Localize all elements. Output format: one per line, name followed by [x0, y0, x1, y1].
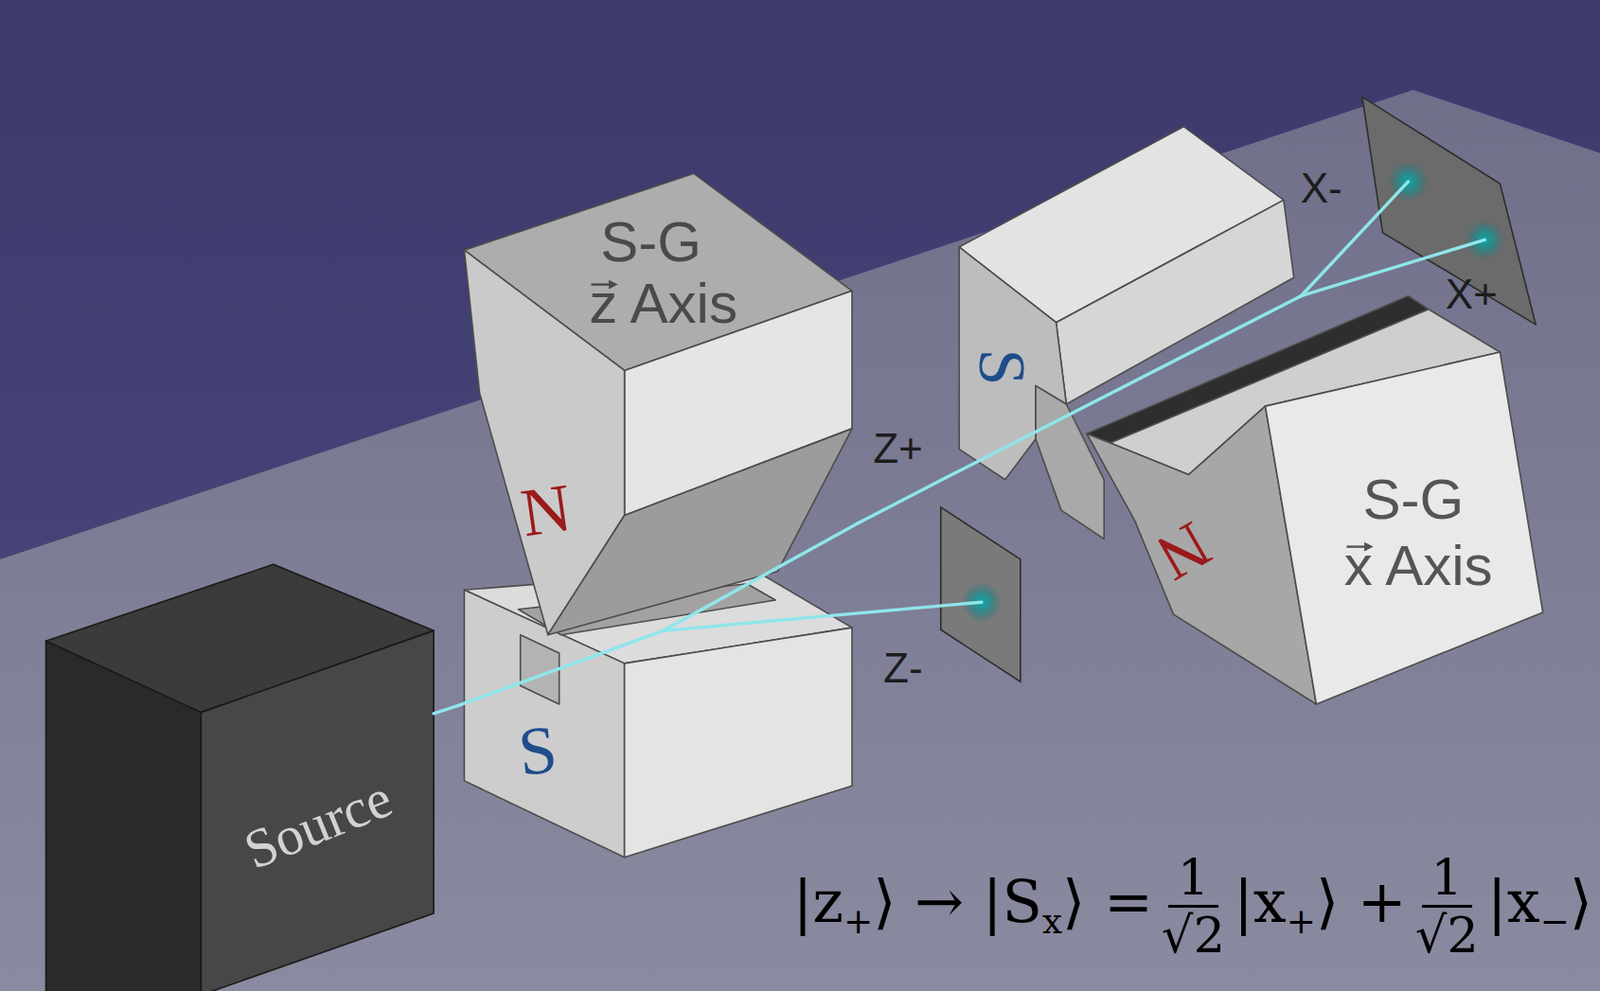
- atom-beam: [433, 705, 460, 714]
- beam-label: Z-: [883, 647, 924, 690]
- fraction: 1√2: [1412, 850, 1481, 963]
- atom-beams: [459, 181, 1485, 706]
- pole-lip: [1035, 386, 1104, 540]
- fraction-denominator: √2: [1412, 907, 1481, 963]
- pole-letter: S: [515, 714, 560, 787]
- subscript: +: [843, 900, 873, 943]
- fraction: 1√2: [1158, 850, 1227, 963]
- block-right: [1264, 352, 1543, 705]
- equation-term: ⟩: [1569, 867, 1593, 937]
- equation-term: ⟩ =: [1062, 867, 1154, 937]
- equation-term: |x: [1233, 867, 1287, 937]
- z-magnet-north-block: [463, 173, 853, 635]
- pole-letter: N: [516, 473, 576, 549]
- block-left: [463, 589, 624, 858]
- equation-term: ⟩ → |S: [872, 867, 1043, 937]
- subscript: −: [1540, 900, 1570, 943]
- equation-term: |z: [792, 867, 844, 937]
- atom-beam: [856, 473, 954, 524]
- pole-slope: [548, 428, 853, 636]
- vector-arrow: [1344, 540, 1374, 553]
- cube-right: [200, 630, 434, 991]
- source-label: Source: [237, 770, 400, 879]
- axis-label: z Axis: [588, 275, 738, 333]
- vector-arrow-head: [608, 280, 619, 290]
- pole-letter: N: [1146, 510, 1222, 592]
- fraction-numerator: 1: [1168, 850, 1219, 908]
- equation-term: |x: [1487, 867, 1541, 937]
- fraction-numerator: 1: [1422, 850, 1473, 908]
- fraction-denominator: √2: [1158, 907, 1227, 963]
- beam: [459, 630, 664, 706]
- vector-arrow-head: [1364, 542, 1374, 552]
- source-cube: [46, 564, 435, 991]
- beam-connector-group: [856, 473, 954, 524]
- beam-label: Z+: [872, 427, 924, 470]
- block-right: [624, 627, 853, 858]
- x-screen: [1362, 96, 1536, 324]
- state-equation: |z+⟩ → |Sx⟩ =1√2|x+⟩ +1√2|x−⟩: [792, 850, 1593, 963]
- beam: [663, 602, 982, 631]
- stern-gerlach-magnet: S-G x Axis S N: [954, 122, 1547, 710]
- subscript: +: [1286, 900, 1316, 943]
- stern-gerlach-magnet: S-Gz AxisN S: [459, 168, 857, 863]
- beam-connector-group: [433, 705, 460, 714]
- vector-arrow: [589, 278, 620, 291]
- z-magnet-south-block: [463, 568, 853, 858]
- screen: [941, 507, 1021, 682]
- magnet-title: S-G: [600, 213, 702, 271]
- z-minus-screen: [941, 507, 1021, 682]
- magnet-title: S-G: [1362, 471, 1464, 529]
- x-magnet-north-block: [1086, 296, 1544, 705]
- subscript: x: [1042, 900, 1063, 943]
- source-box: Source: [46, 564, 435, 988]
- screen: [1362, 96, 1536, 324]
- beam-label: X+: [1445, 273, 1498, 316]
- pole-letter: S: [968, 349, 1035, 387]
- beam: [954, 296, 1301, 475]
- equation-term: ⟩ +: [1315, 867, 1407, 937]
- beam-label: X-: [1300, 167, 1343, 210]
- axis-label: x Axis: [1344, 537, 1494, 595]
- cube-left: [46, 640, 202, 991]
